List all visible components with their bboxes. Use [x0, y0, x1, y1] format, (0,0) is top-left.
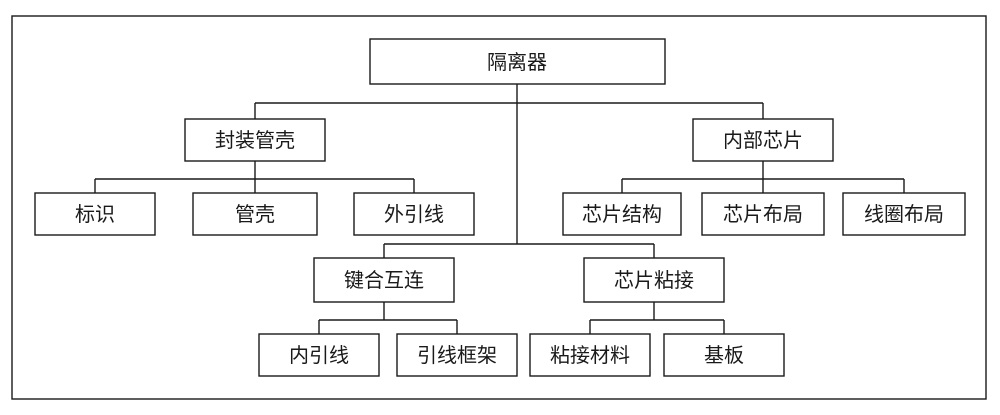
node-isolator-label: 隔离器 [487, 50, 547, 74]
node-housing: 管壳 [192, 192, 318, 236]
node-adhesive-material-label: 粘接材料 [550, 343, 630, 367]
node-coil-layout-label: 线圈布局 [864, 202, 944, 226]
node-outer-lead-label: 外引线 [384, 202, 444, 226]
node-die-attach: 芯片粘接 [583, 257, 725, 303]
node-wire-bonding: 键合互连 [313, 257, 455, 303]
node-wire-bonding-label: 键合互连 [344, 268, 424, 292]
node-marking: 标识 [34, 192, 156, 236]
node-substrate-label: 基板 [704, 343, 744, 367]
node-coil-layout: 线圈布局 [842, 192, 966, 236]
node-marking-label: 标识 [75, 202, 115, 226]
node-substrate: 基板 [663, 333, 785, 377]
node-die-attach-label: 芯片粘接 [614, 268, 694, 292]
node-isolator: 隔离器 [369, 38, 666, 85]
node-chip-structure: 芯片结构 [562, 192, 682, 236]
node-internal-chip: 内部芯片 [692, 118, 834, 162]
node-outer-lead: 外引线 [353, 192, 475, 236]
connector-lines [94, 84, 905, 334]
node-lead-frame: 引线框架 [396, 333, 518, 377]
node-package-housing: 封装管壳 [184, 118, 326, 162]
node-chip-structure-label: 芯片结构 [582, 202, 662, 226]
node-chip-layout-label: 芯片布局 [723, 202, 803, 226]
node-inner-lead: 内引线 [258, 333, 380, 377]
node-lead-frame-label: 引线框架 [417, 343, 497, 367]
node-adhesive-material: 粘接材料 [529, 333, 651, 377]
node-housing-label: 管壳 [235, 202, 275, 226]
node-inner-lead-label: 内引线 [289, 343, 349, 367]
node-package-housing-label: 封装管壳 [215, 128, 295, 152]
node-chip-layout: 芯片布局 [701, 192, 825, 236]
node-internal-chip-label: 内部芯片 [723, 128, 803, 152]
